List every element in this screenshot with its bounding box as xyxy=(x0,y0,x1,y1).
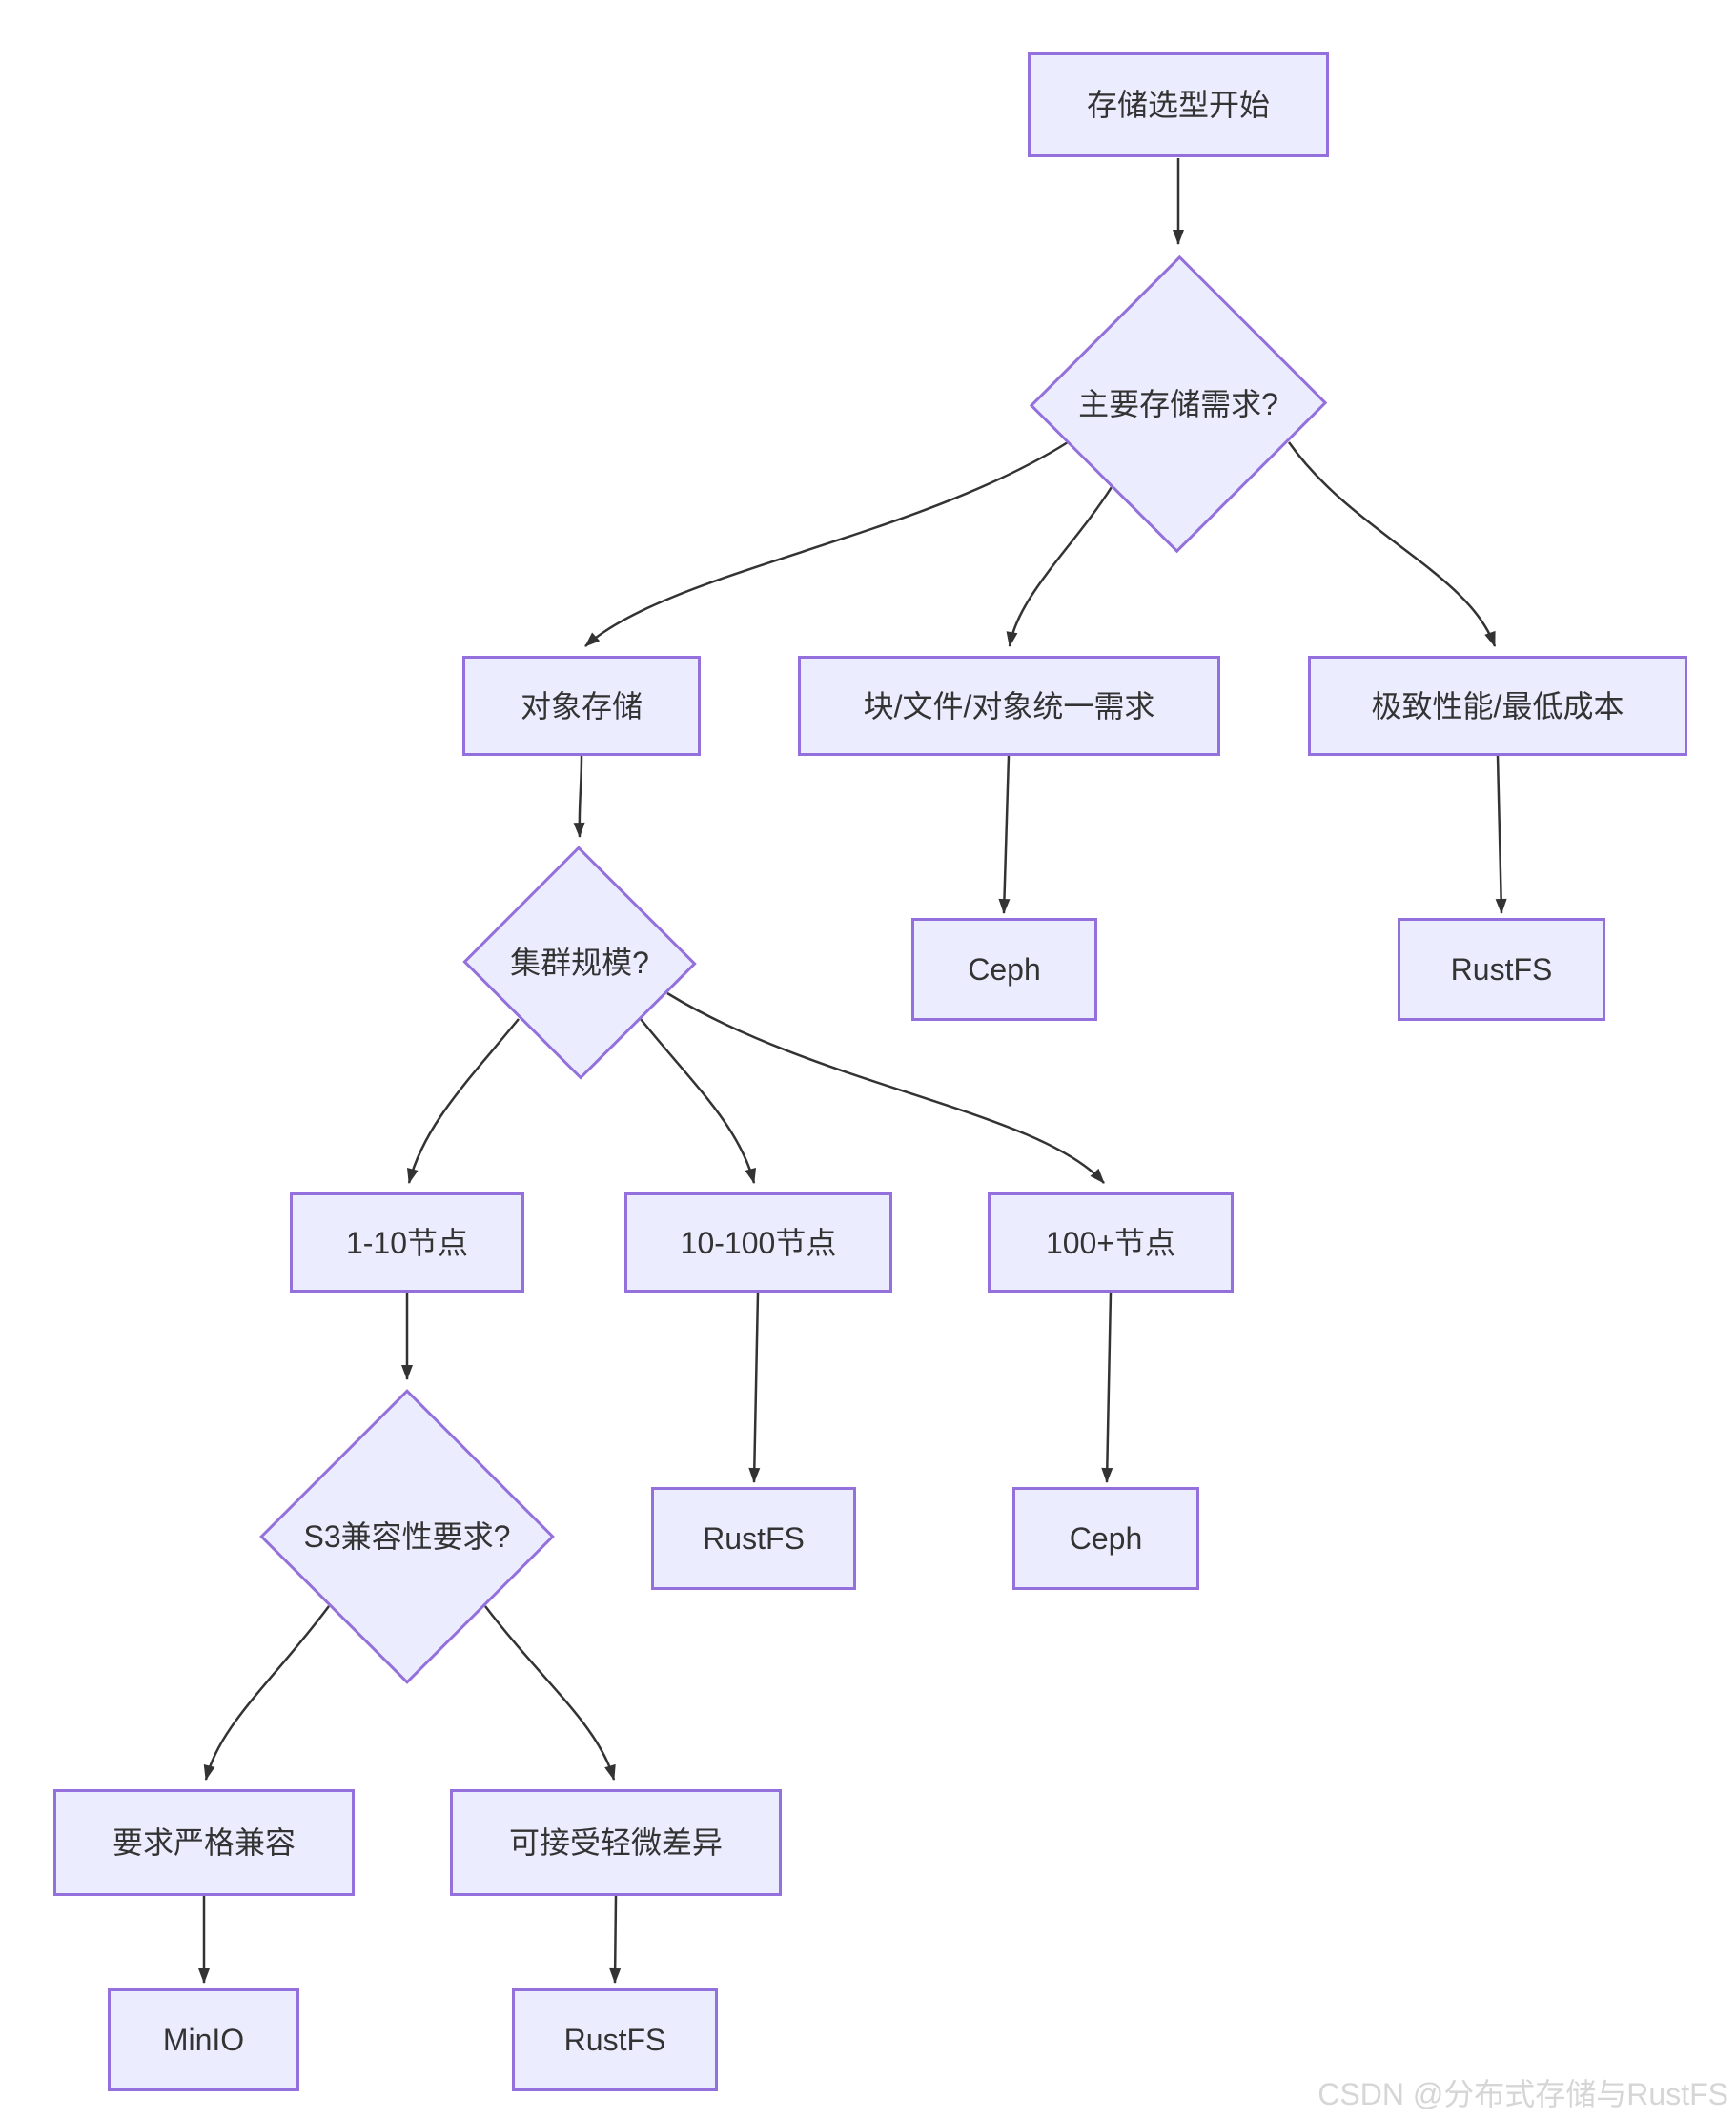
edge-clusterscale-n10100 xyxy=(640,1018,756,1184)
edge-mainneed-objectstorage xyxy=(584,440,1069,647)
node-rustfs-minor-diff: RustFS xyxy=(512,1988,718,2091)
node-rustfs-mid-scale-label: RustFS xyxy=(703,1521,805,1556)
edge-s3compat-minordiff xyxy=(484,1605,616,1781)
node-strict-compatibility-label: 要求严格兼容 xyxy=(112,1825,296,1860)
node-start-label: 存储选型开始 xyxy=(1086,88,1270,122)
node-ceph-large-scale: Ceph xyxy=(1012,1487,1199,1590)
edge-n100plus-ceph xyxy=(1101,1292,1113,1483)
node-ceph-unified-label: Ceph xyxy=(968,952,1041,987)
node-10-100-nodes: 10-100节点 xyxy=(624,1192,892,1293)
node-cluster-scale-decision: 集群规模? xyxy=(461,846,698,1080)
node-unified-need: 块/文件/对象统一需求 xyxy=(798,656,1220,756)
node-ceph-large-scale-label: Ceph xyxy=(1069,1521,1143,1556)
node-unified-need-label: 块/文件/对象统一需求 xyxy=(863,688,1155,723)
node-rustfs-performance-label: RustFS xyxy=(1450,952,1553,987)
node-ceph-unified: Ceph xyxy=(911,918,1097,1021)
edge-unifiedneed-ceph xyxy=(998,755,1011,914)
edge-n10100-rustfs xyxy=(748,1292,761,1483)
edge-s3compat-strict xyxy=(203,1605,330,1781)
node-object-storage: 对象存储 xyxy=(462,656,701,756)
node-strict-compatibility: 要求严格兼容 xyxy=(53,1789,355,1896)
edge-mainneed-unifiedneed xyxy=(1006,486,1113,647)
node-main-need-decision: 主要存储需求? xyxy=(1029,254,1328,555)
node-s3-compatibility-decision: S3兼容性要求? xyxy=(259,1389,555,1684)
node-cluster-scale-label: 集群规模? xyxy=(510,946,649,980)
node-s3-compatibility-label: S3兼容性要求? xyxy=(303,1519,511,1554)
edge-extremeperf-rustfs xyxy=(1495,755,1507,914)
node-minio-label: MinIO xyxy=(162,2023,245,2057)
node-1-10-nodes: 1-10节点 xyxy=(290,1192,524,1293)
node-start: 存储选型开始 xyxy=(1028,52,1329,157)
node-minor-difference-label: 可接受轻微差异 xyxy=(508,1825,723,1860)
node-rustfs-performance: RustFS xyxy=(1398,918,1605,1021)
edge-objectstorage-clusterscale xyxy=(573,755,585,838)
node-minor-difference: 可接受轻微差异 xyxy=(450,1789,782,1896)
csdn-watermark: CSDN @分布式存储与RustFS xyxy=(1317,2077,1728,2111)
edge-minordiff-rustfs xyxy=(609,1895,622,1984)
node-rustfs-minor-diff-label: RustFS xyxy=(563,2023,666,2057)
node-1-10-nodes-label: 1-10节点 xyxy=(345,1225,469,1260)
node-extreme-performance: 极致性能/最低成本 xyxy=(1308,656,1687,756)
node-minio: MinIO xyxy=(108,1988,299,2091)
node-10-100-nodes-label: 10-100节点 xyxy=(680,1225,837,1260)
node-object-storage-label: 对象存储 xyxy=(520,688,643,723)
node-100-plus-nodes-label: 100+节点 xyxy=(1045,1225,1176,1260)
edge-clusterscale-n100plus xyxy=(666,991,1105,1184)
node-main-need-label: 主要存储需求? xyxy=(1078,387,1278,421)
node-100-plus-nodes: 100+节点 xyxy=(988,1192,1234,1293)
node-rustfs-mid-scale: RustFS xyxy=(651,1487,856,1590)
edge-clusterscale-n110 xyxy=(407,1018,520,1184)
edge-mainneed-extremeperf xyxy=(1287,441,1497,647)
node-extreme-performance-label: 极致性能/最低成本 xyxy=(1371,688,1624,723)
